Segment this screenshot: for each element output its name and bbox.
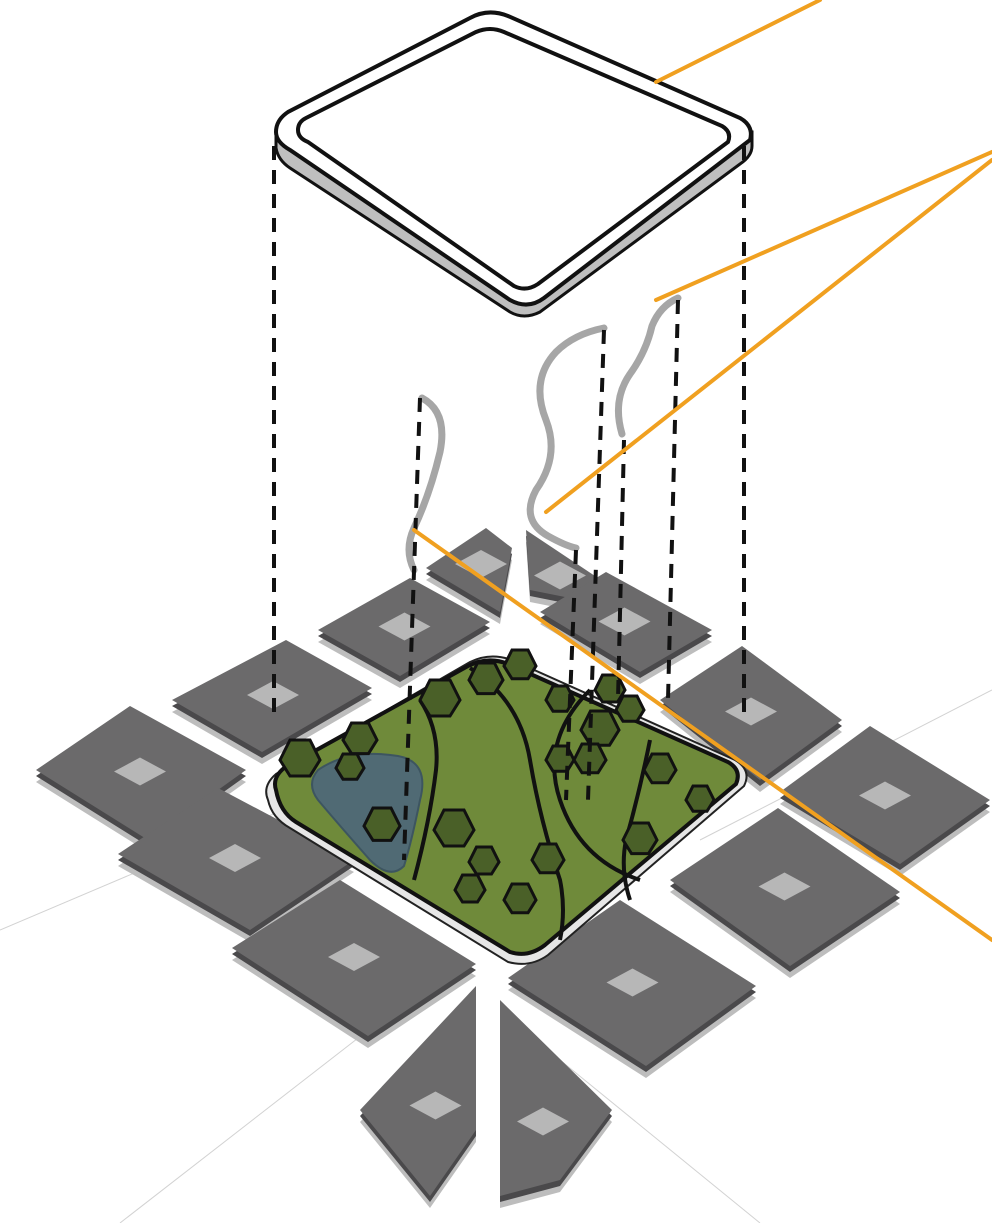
tree [343, 723, 377, 754]
perimeter-frame [276, 12, 752, 316]
walking-path-middle [530, 328, 604, 548]
frame-inner [298, 29, 729, 289]
tree [532, 844, 564, 873]
walking-paths [409, 298, 678, 570]
tree [280, 740, 320, 776]
tree [469, 847, 499, 874]
tree [504, 884, 536, 913]
tree [623, 823, 657, 854]
tree [420, 680, 460, 716]
tree [686, 786, 714, 811]
tree [595, 675, 625, 702]
tree [434, 810, 474, 846]
leader-line-frame [656, 0, 820, 82]
tree [336, 754, 364, 779]
tree [581, 711, 619, 745]
tree [504, 650, 536, 679]
tree [364, 808, 400, 840]
tree [455, 875, 485, 902]
tree [644, 754, 676, 783]
tree [469, 663, 503, 694]
